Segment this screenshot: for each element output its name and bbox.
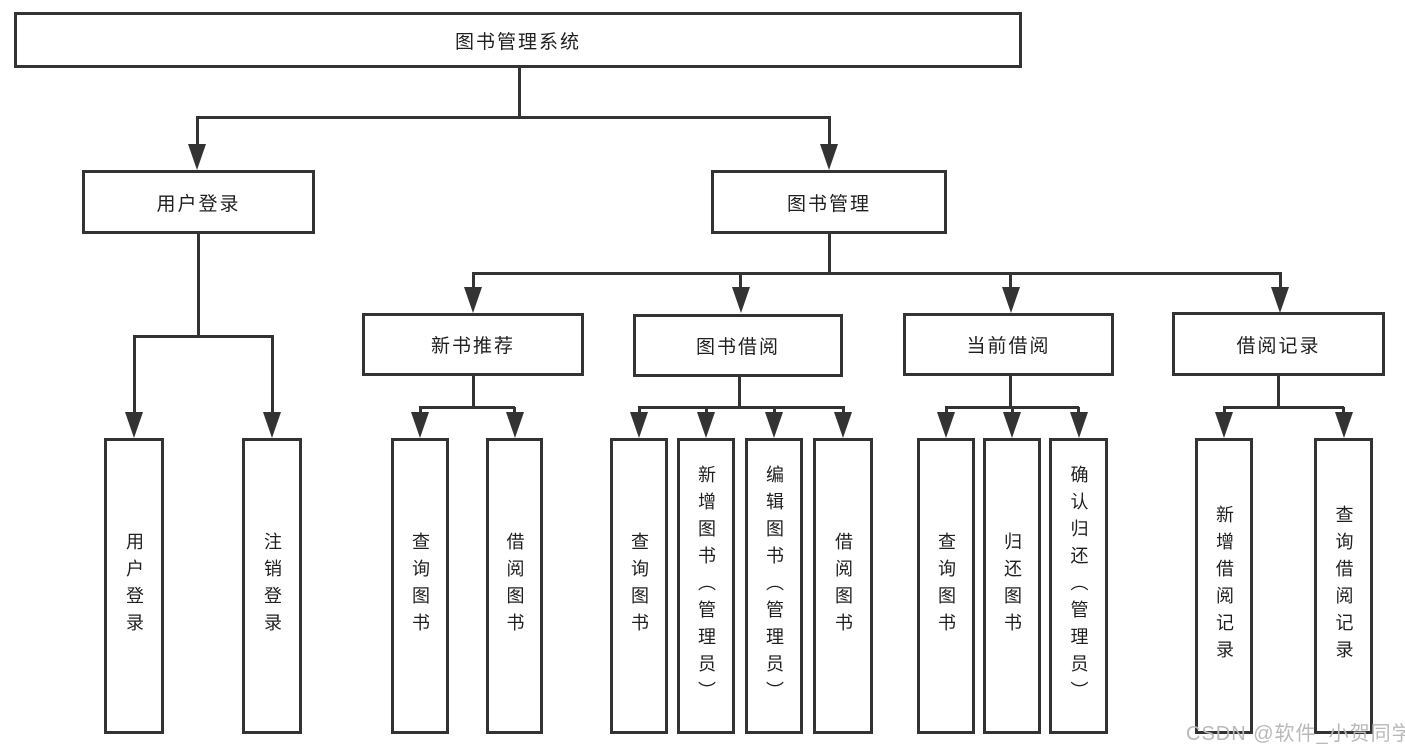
connector-to-book-borrow xyxy=(739,273,742,289)
leaf-records-query-label: 查询借阅记录 xyxy=(1333,505,1354,667)
connector-leaf xyxy=(418,407,422,414)
connector-leaf xyxy=(841,407,845,414)
node-user-login: 用户登录 xyxy=(82,170,315,234)
connector-leaf xyxy=(1342,407,1345,414)
node-new-books-label: 新书推荐 xyxy=(430,336,515,357)
arrowhead xyxy=(1069,412,1088,438)
connector-to-book-mgmt xyxy=(827,117,831,145)
connector-borrow-records-rail xyxy=(1222,405,1344,409)
connector-to-leaf-login xyxy=(132,336,136,413)
connector-leaf xyxy=(704,407,708,414)
arrowhead xyxy=(1003,412,1021,438)
connector-level3-rail xyxy=(471,271,1282,275)
leaf-borrow-query-label: 查询图书 xyxy=(629,532,649,640)
leaf-newbooks-borrow-label: 借阅图书 xyxy=(504,532,525,640)
leaf-user-login-label: 用户登录 xyxy=(124,532,144,640)
leaf-current-return: 归还图书 xyxy=(983,438,1041,734)
leaf-borrow-add-label: 新增图书（管理员） xyxy=(696,464,716,708)
arrowhead xyxy=(505,412,524,438)
leaf-borrow-query: 查询图书 xyxy=(610,438,668,734)
node-book-mgmt-label: 图书管理 xyxy=(786,193,871,215)
arrowhead xyxy=(820,144,838,170)
leaf-records-query: 查询借阅记录 xyxy=(1314,438,1373,734)
connector-leaf xyxy=(1077,407,1080,414)
connector-book-borrow-stub xyxy=(737,377,741,407)
connector-book-mgmt-stub xyxy=(827,234,831,274)
leaf-borrow-book: 借阅图书 xyxy=(813,438,873,734)
arrowhead xyxy=(1215,412,1233,438)
leaf-current-return-label: 归还图书 xyxy=(1002,532,1022,640)
connector-borrow-records-stub xyxy=(1277,376,1280,407)
connector-leaf xyxy=(637,407,641,414)
arrowhead xyxy=(1001,287,1020,313)
leaf-records-add-label: 新增借阅记录 xyxy=(1214,505,1234,667)
arrowhead xyxy=(411,412,429,438)
arrowhead xyxy=(464,287,482,313)
node-borrow-records: 借阅记录 xyxy=(1172,312,1385,376)
leaf-logout-label: 注销登录 xyxy=(262,532,282,640)
arrowhead xyxy=(188,144,206,170)
leaf-logout: 注销登录 xyxy=(242,438,302,734)
node-book-borrow: 图书借阅 xyxy=(633,314,843,377)
leaf-newbooks-query-label: 查询图书 xyxy=(410,532,430,640)
watermark: CSDN @软件_小贺同学 xyxy=(1186,723,1405,745)
connector-level2-rail xyxy=(195,115,831,119)
connector-leaf xyxy=(513,407,516,414)
arrowhead xyxy=(697,412,715,438)
leaf-current-query: 查询图书 xyxy=(917,438,975,734)
node-new-books: 新书推荐 xyxy=(362,313,584,376)
node-current-borrow: 当前借阅 xyxy=(903,313,1114,376)
connector-leaf xyxy=(944,407,948,414)
connector-user-login-stub xyxy=(197,234,200,336)
leaf-borrow-add: 新增图书（管理员） xyxy=(677,438,735,734)
node-user-login-label: 用户登录 xyxy=(156,193,241,215)
connector-to-leaf-logout xyxy=(270,336,274,413)
leaf-current-confirm: 确认归还（管理员） xyxy=(1049,438,1108,734)
leaf-borrow-edit: 编辑图书（管理员） xyxy=(745,438,803,734)
node-borrow-records-label: 借阅记录 xyxy=(1236,335,1321,357)
connector-new-books-stub xyxy=(471,376,475,407)
node-book-mgmt: 图书管理 xyxy=(711,170,947,234)
connector-to-new-books xyxy=(471,273,475,289)
connector-leaf xyxy=(1010,407,1014,414)
leaf-current-query-label: 查询图书 xyxy=(936,532,956,640)
connector-leaf xyxy=(1222,407,1226,414)
leaf-user-login: 用户登录 xyxy=(104,438,164,734)
leaf-borrow-book-label: 借阅图书 xyxy=(833,532,853,640)
leaf-newbooks-query: 查询图书 xyxy=(391,438,449,734)
leaf-current-confirm-label: 确认归还（管理员） xyxy=(1068,464,1089,708)
connector-to-user-login xyxy=(195,117,199,145)
arrowhead xyxy=(1271,287,1289,313)
connector-leaf xyxy=(772,407,776,414)
connector-root-stub xyxy=(517,68,521,117)
connector-current-borrow-stub xyxy=(1009,376,1012,407)
arrowhead xyxy=(125,412,143,438)
arrowhead xyxy=(834,412,852,438)
arrowhead xyxy=(630,412,648,438)
connector-book-borrow-rail xyxy=(637,405,845,409)
arrowhead xyxy=(1334,412,1353,438)
arrowhead xyxy=(731,287,750,313)
leaf-records-add: 新增借阅记录 xyxy=(1195,438,1253,734)
connector-to-borrow-records xyxy=(1278,273,1282,289)
node-current-borrow-label: 当前借阅 xyxy=(966,336,1051,357)
connector-user-login-rail xyxy=(132,334,274,338)
arrowhead xyxy=(263,412,281,438)
node-root-label: 图书管理系统 xyxy=(454,31,581,53)
leaf-borrow-edit-label: 编辑图书（管理员） xyxy=(764,464,784,708)
node-book-borrow-label: 图书借阅 xyxy=(695,337,780,358)
arrowhead xyxy=(765,412,783,438)
node-root: 图书管理系统 xyxy=(14,12,1022,68)
connector-new-books-rail xyxy=(418,405,515,409)
arrowhead xyxy=(937,412,955,438)
connector-to-current-borrow xyxy=(1009,273,1012,289)
leaf-newbooks-borrow: 借阅图书 xyxy=(486,438,543,734)
